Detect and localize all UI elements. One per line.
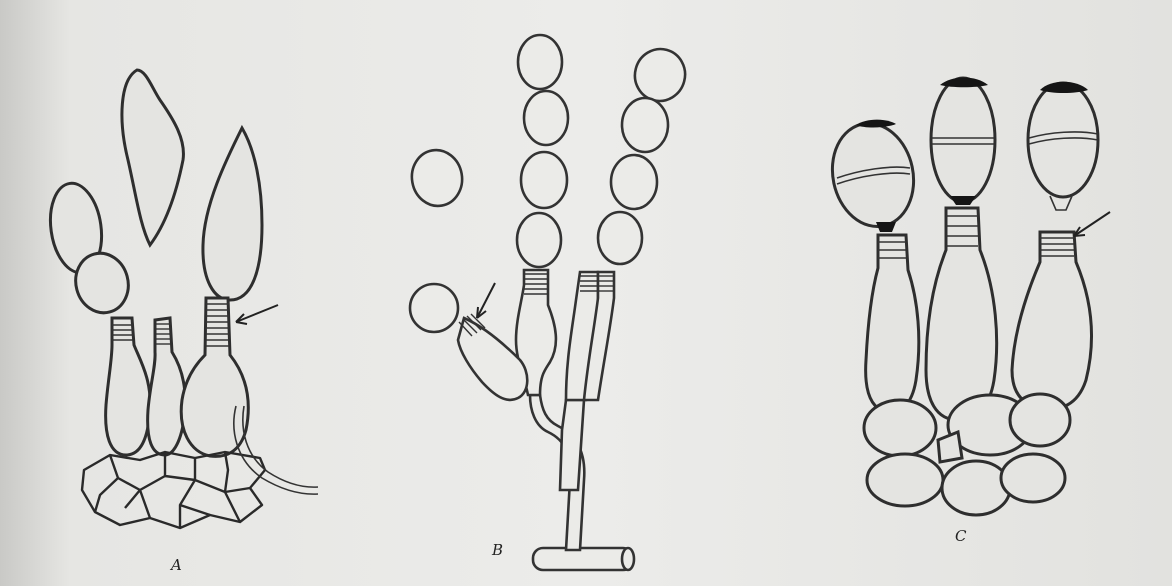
panel-label-a: A <box>171 556 182 574</box>
panel-label-b: B <box>492 541 503 559</box>
panel-label-c: C <box>955 527 966 545</box>
